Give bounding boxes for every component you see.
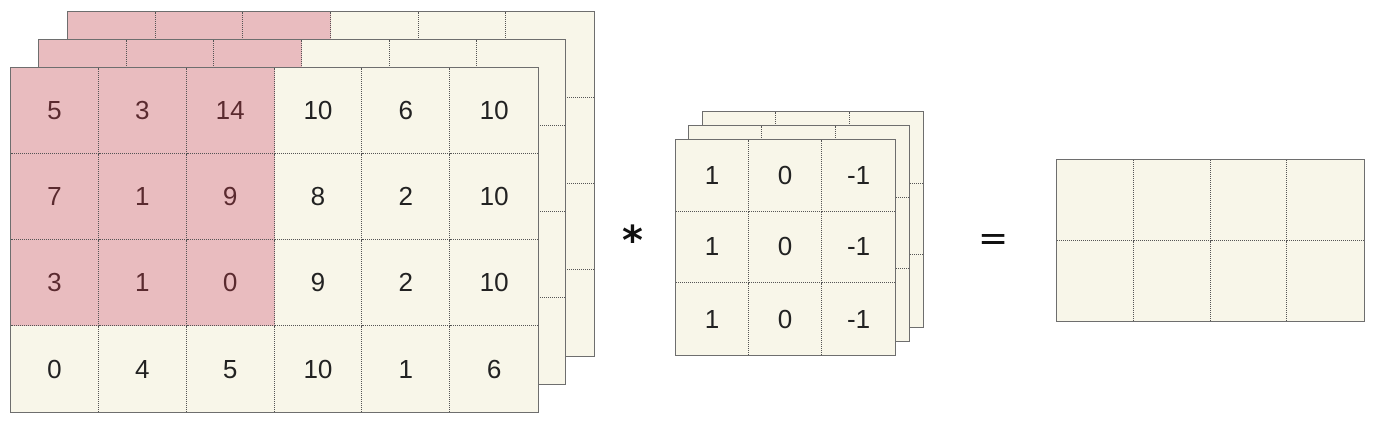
input-channel-1-cell-r0-c4: 6 [362, 68, 451, 154]
output-cell-r1-c2 [1211, 240, 1288, 321]
output-cell-r1-c3 [1287, 241, 1364, 322]
kernel-channel-1-cell-r0-c1: 0 [749, 140, 822, 212]
output-cell-r0-c0 [1057, 160, 1134, 241]
input-channel-1-cell-r1-c1: 1 [98, 154, 187, 240]
kernel-channel-1-cell-r1-c2: -1 [822, 212, 895, 284]
kernel-channel-1-cell-r1-c1: 0 [749, 211, 822, 284]
input-channel-1-cell-r2-c1: 1 [98, 240, 187, 326]
kernel-channel-1-cell-r2-c0: 1 [676, 283, 749, 355]
kernel-channel-1-cell-r0-c2: -1 [822, 140, 895, 212]
input-channel-1-cell-r1-c5: 10 [450, 154, 538, 240]
kernel-channel-1-cell-r2-c1: 0 [749, 283, 822, 355]
kernel-channel-1-cell-r1-c0: 1 [676, 211, 749, 284]
input-channel-1-cell-r0-c5: 10 [450, 68, 538, 154]
output-matrix-grid [1057, 160, 1364, 321]
output-cell-r0-c1 [1133, 160, 1211, 241]
input-channel-1-cell-r3-c4: 1 [362, 326, 451, 412]
output-cell-r1-c1 [1134, 240, 1211, 321]
input-channel-1-cell-r2-c5: 10 [450, 240, 538, 326]
input-channel-1-cell-r2-c0: 3 [11, 240, 99, 326]
input-channel-1-cell-r2-c3: 9 [274, 240, 363, 326]
input-channel-1-cell-r3-c5: 6 [486, 353, 502, 384]
input-channel-1-cell-r3-c2: 5 [187, 326, 275, 412]
kernel-channel-1-cell-r0-c0: 1 [676, 140, 749, 212]
input-channel-1-cell-r3-c1: 4 [99, 326, 187, 412]
input-channel-1-cell-r1-c3: 8 [274, 154, 363, 240]
kernel-channel-1-cell-r2-c2: -1 [846, 303, 871, 334]
output-matrix [1056, 159, 1365, 322]
equals-operator: = [978, 218, 1009, 259]
input-channel-1-cell-r3-c3: 10 [275, 326, 363, 412]
input-channel-1-cell-r2-c4: 2 [362, 240, 451, 326]
input-channel-1-cell-r1-c0: 7 [11, 154, 99, 240]
input-channel-1-cell-r0-c0: 5 [11, 68, 99, 154]
input-channel-1-cell-r3-c0: 0 [11, 326, 99, 412]
output-cell-r0-c2 [1210, 160, 1288, 241]
convolution-operator: * [622, 218, 643, 264]
input-channel-1-cell-r0-c2: 14 [186, 68, 275, 154]
output-cell-r1-c0 [1057, 240, 1134, 321]
input-channel-1-cell-r2-c2: 0 [186, 240, 275, 326]
input-channel-1-cell-r0-c1: 3 [98, 68, 187, 154]
output-cell-r0-c3 [1287, 160, 1364, 241]
input-channel-1-cell-r1-c2: 9 [186, 154, 275, 240]
input-channel-1-cell-r0-c3: 10 [274, 68, 363, 154]
input-channel-1-cell-r1-c4: 2 [362, 154, 451, 240]
